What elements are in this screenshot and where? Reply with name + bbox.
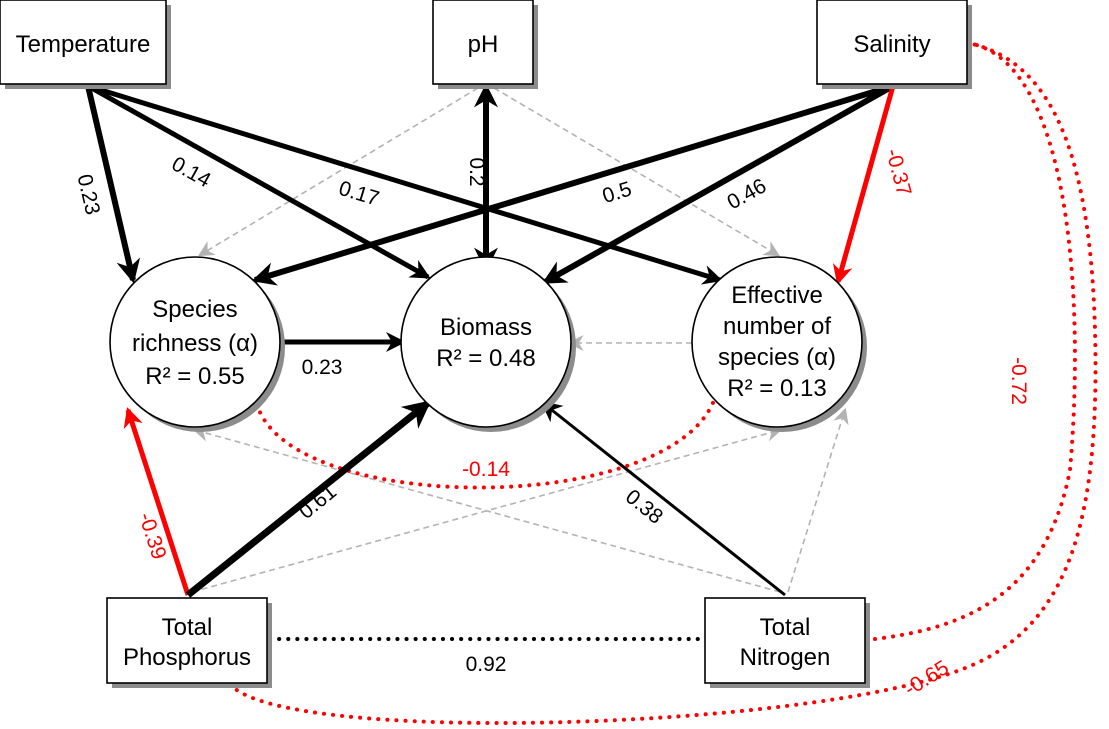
node-biomass: Biomass R² = 0.48	[400, 256, 576, 432]
node-total-phosphorus: Total Phosphorus	[106, 597, 272, 688]
edge-temp-effective	[87, 83, 723, 285]
edge-tn-richness	[192, 425, 781, 593]
edge-tp-richness	[123, 407, 191, 596]
edge-ph-richness	[197, 87, 479, 257]
edge-tp-salinity	[228, 41, 1098, 725]
label-temp-biomass: 0.14	[168, 152, 215, 192]
node-effective-species: Effective number of species (α) R² = 0.1…	[691, 256, 867, 432]
node-effective-species-line4: R² = 0.13	[727, 375, 826, 402]
node-temperature-label: Temperature	[16, 31, 151, 58]
label-tn-biomass: 0.38	[621, 485, 667, 529]
edge-tp-biomass	[185, 400, 432, 598]
label-temp-effective: 0.17	[336, 177, 382, 211]
edge-richness-effective	[253, 383, 720, 490]
node-temperature: Temperature	[0, 0, 171, 89]
nonsignificant-paths	[191, 87, 849, 593]
node-salinity-label: Salinity	[853, 31, 930, 58]
node-total-nitrogen: Total Nitrogen	[704, 597, 870, 688]
node-effective-species-line2: number of	[723, 313, 831, 340]
label-tp-biomass: 0.61	[295, 480, 341, 524]
edge-sal-richness	[251, 83, 894, 286]
node-effective-species-line3: species (α)	[718, 344, 836, 371]
edge-salinity-tn	[864, 41, 1077, 642]
node-total-nitrogen-line1: Total	[760, 614, 811, 641]
node-biomass-line2: R² = 0.48	[436, 345, 535, 372]
node-species-richness-line2: richness (α)	[132, 330, 258, 357]
edge-sal-biomass	[541, 83, 895, 285]
label-tp-tn: 0.92	[466, 653, 507, 676]
edge-tp-effective	[191, 425, 783, 593]
edge-tn-biomass	[540, 401, 786, 597]
node-biomass-line1: Biomass	[440, 314, 532, 341]
edge-sal-effective	[832, 85, 896, 285]
node-salinity: Salinity	[816, 0, 972, 89]
label-ph-biomass: 0.2	[465, 157, 488, 186]
node-species-richness: Species richness (α) R² = 0.55	[109, 256, 285, 432]
label-sal-effective: -0.37	[881, 146, 916, 198]
node-species-richness-line1: Species	[152, 296, 237, 323]
node-effective-species-line1: Effective	[731, 282, 823, 309]
correlation-paths	[228, 41, 1098, 725]
label-richness-biomass: 0.23	[302, 356, 343, 379]
label-richness-effective: -0.14	[462, 458, 510, 481]
node-species-richness-line3: R² = 0.55	[145, 363, 244, 390]
node-ph: pH	[432, 0, 538, 89]
node-total-phosphorus-line2: Phosphorus	[123, 644, 251, 671]
label-temp-richness: 0.23	[73, 172, 105, 217]
edge-tn-effective	[787, 407, 849, 593]
node-total-nitrogen-line2: Nitrogen	[740, 644, 831, 671]
edge-ph-effective	[493, 87, 781, 257]
edge-temp-richness	[85, 85, 141, 284]
node-total-phosphorus-line1: Total	[162, 614, 213, 641]
edge-temp-biomass	[86, 83, 431, 280]
label-sal-richness: 0.5	[600, 178, 635, 209]
significant-paths	[85, 83, 896, 598]
label-tp-sal: -0.65	[900, 656, 953, 701]
label-sal-tn: -0.72	[1007, 357, 1030, 405]
node-ph-label: pH	[468, 31, 499, 58]
